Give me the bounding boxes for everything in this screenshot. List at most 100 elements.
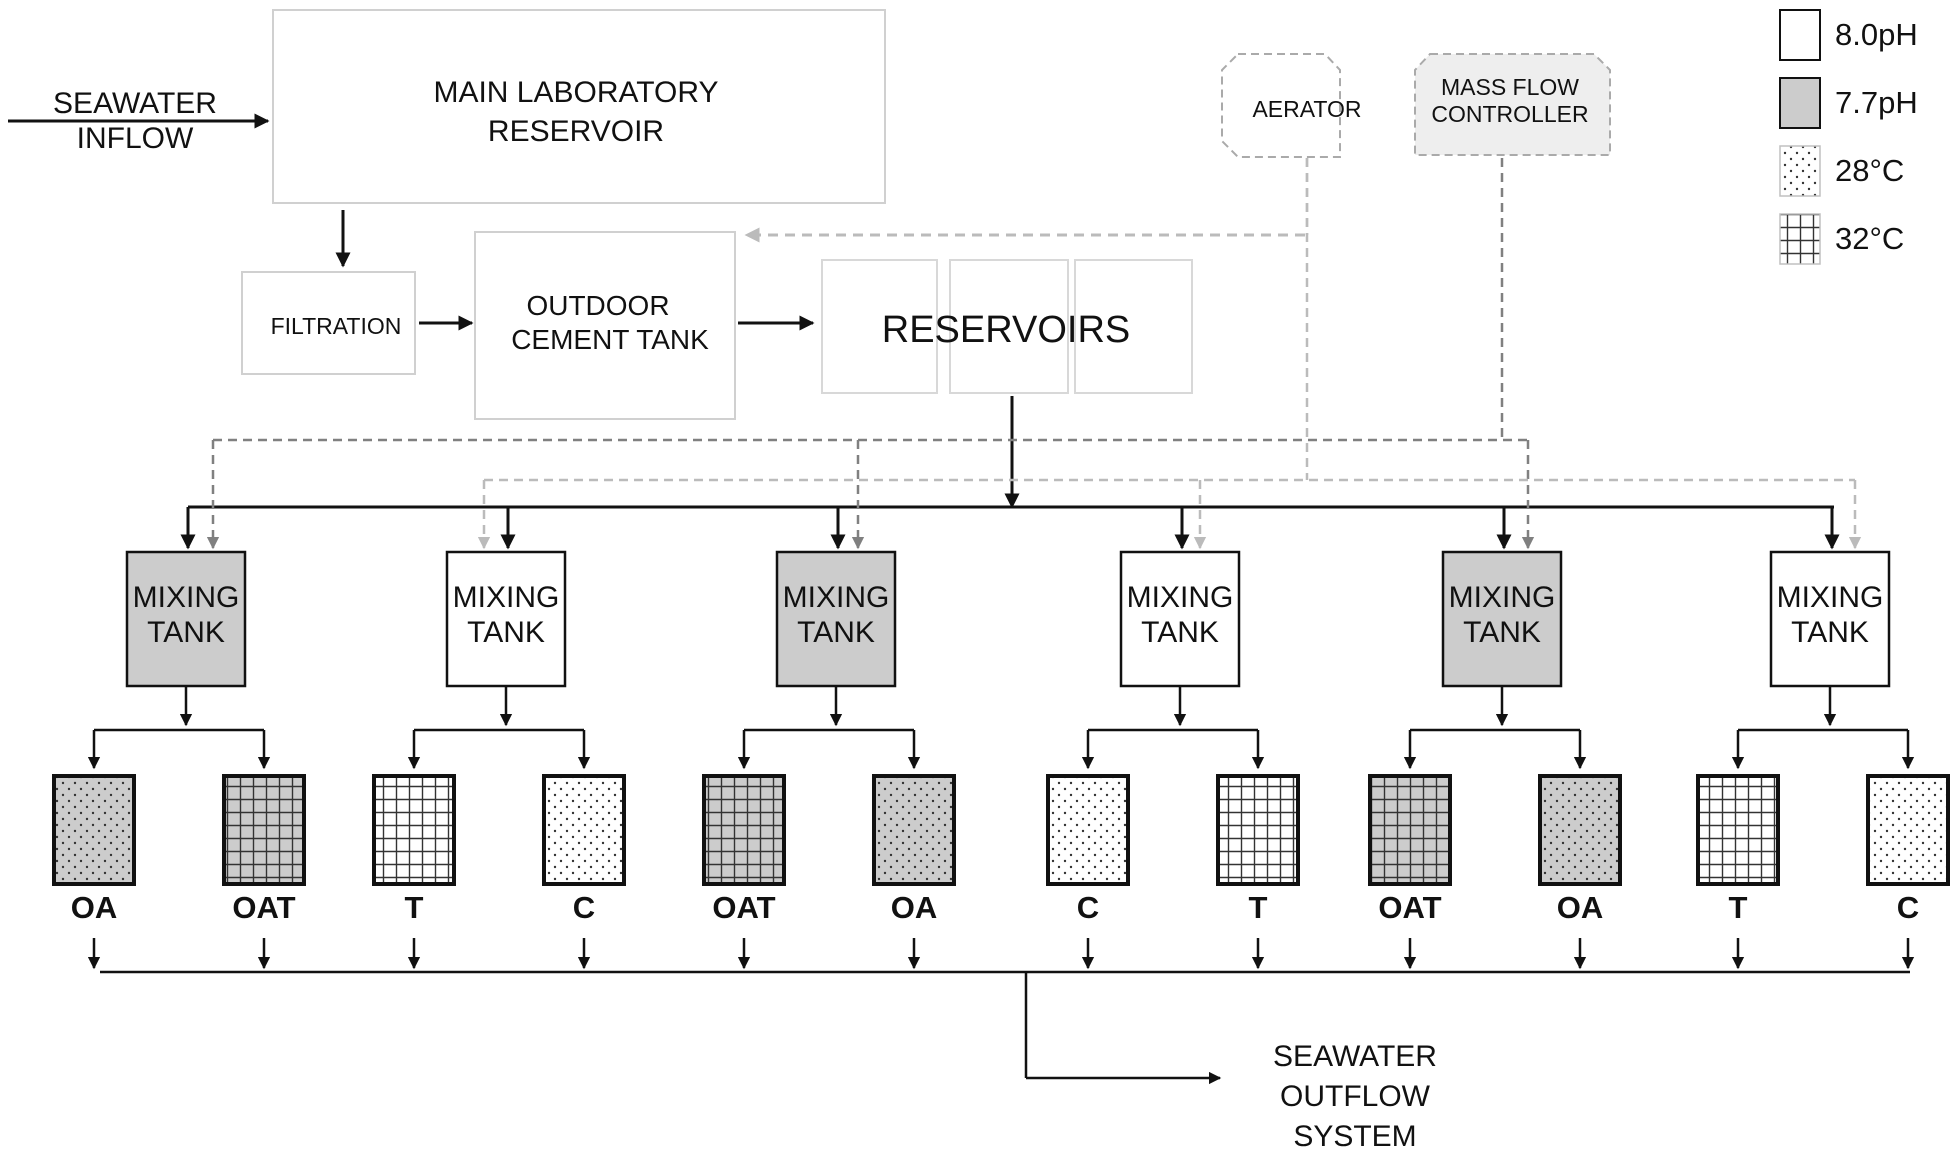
outflow-label-line3: SYSTEM [1293,1120,1416,1153]
mass-flow-label-line2: CONTROLLER [1431,101,1588,127]
filtration-label: FILTRATION [271,313,402,339]
treatment-tank-box [1216,774,1300,886]
treatment-tank-box [1866,774,1950,886]
seawater-inflow: SEAWATER INFLOW [8,87,270,155]
treatment-tank-10-oa: OA [1538,774,1622,970]
mixing-tank-label: TANK [1463,616,1541,649]
treatment-code-label: C [1897,890,1919,925]
outflow-label-line1: SEAWATER [1273,1040,1437,1073]
treatment-tank-6-oa: OA [872,774,956,970]
mixing-tank-label: TANK [797,616,875,649]
mixing-tank-box [775,550,897,688]
reservoir-box-2 [949,259,1069,394]
treatment-tank-12-c: C [1866,774,1950,970]
legend-label: 8.0pH [1835,17,1918,52]
treatment-tank-box [702,774,786,886]
treatment-tank-5-oat: OAT [702,774,786,970]
mass-flow-box [1414,53,1611,156]
treatment-tank-box [222,774,306,886]
treatment-code-label: C [1077,890,1099,925]
treatment-tank-box [372,774,456,886]
legend-item-4: 32°C [1779,213,1904,265]
treatment-tank-box [1368,774,1452,886]
filtration: FILTRATION [241,271,416,375]
treatment-code-label: OAT [712,890,775,925]
inflow-label-line2: INFLOW [77,122,194,155]
treatment-tank-box [52,774,136,886]
distribution-lines [180,158,1862,550]
mass-flow-controller: MASS FLOW CONTROLLER [1414,53,1611,156]
cement-tank-box [474,231,736,420]
legend-swatch [1779,77,1821,129]
main-reservoir: MAIN LABORATORY RESERVOIR [272,9,886,204]
reservoir-box-3 [1074,259,1193,394]
mass-flow-label-line1: MASS FLOW [1441,74,1579,100]
treatment-tank-8-t: T [1216,774,1300,970]
mixing-tank-label: MIXING [1127,581,1234,614]
cement-tank: OUTDOOR CEMENT TANK [474,231,736,420]
mixing-tank-label: TANK [1141,616,1219,649]
outflow-label-line2: OUTFLOW [1280,1080,1431,1113]
mixing-tank-label: MIXING [1449,581,1556,614]
mixing-tank-label: MIXING [1777,581,1884,614]
main-reservoir-box [272,9,886,204]
treatment-code-label: OAT [1378,890,1441,925]
mixing-tank-box [125,550,247,688]
treatment-tank-box [872,774,956,886]
mixing-tank-box [1119,550,1241,688]
legend-label: 28°C [1835,153,1904,188]
treatment-tank-2-oat: OAT [222,774,306,970]
main-reservoir-label-line1: MAIN LABORATORY [433,76,718,109]
reservoirs-label: RESERVOIRS [882,309,1130,351]
treatment-tank-7-c: C [1046,774,1130,970]
treatment-tank-box [1538,774,1622,886]
main-reservoir-label-line2: RESERVOIR [488,115,664,148]
legend-label: 7.7pH [1835,85,1918,120]
legend-item-2: 7.7pH [1779,77,1918,129]
treatment-code-label: OAT [232,890,295,925]
treatment-code-label: OA [891,890,938,925]
mixing-tank-label: MIXING [783,581,890,614]
aerator: AERATOR [1221,53,1362,158]
mixing-tank-label: TANK [1791,616,1869,649]
mixing-tank-box [1769,550,1891,688]
treatment-code-label: T [1729,890,1748,925]
legend-label: 32°C [1835,221,1904,256]
aerator-label: AERATOR [1252,96,1361,122]
legend-swatch [1779,9,1821,61]
treatment-code-label: T [405,890,424,925]
treatment-tank-box [1696,774,1780,886]
legend: 8.0pH 7.7pH 28°C 32°C [1779,9,1918,265]
treatment-code-label: C [573,890,595,925]
treatment-code-label: OA [1557,890,1604,925]
cement-tank-label-line1: OUTDOOR [526,290,669,321]
legend-swatch [1779,145,1821,197]
treatment-tank-box [1046,774,1130,886]
treatment-tank-box [542,774,626,886]
treatment-code-label: OA [71,890,118,925]
mixing-tanks: MIXINGTANKMIXINGTANKMIXINGTANKMIXINGTANK… [87,550,1915,770]
reservoirs: RESERVOIRS [821,259,1193,394]
outflow: SEAWATER OUTFLOW SYSTEM [100,970,1910,1153]
mixing-tank-label: TANK [147,616,225,649]
treatment-tank-1-oa: OA [52,774,136,970]
mixing-tank-label: MIXING [453,581,560,614]
treatment-tank-4-c: C [542,774,626,970]
treatment-tank-9-oat: OAT [1368,774,1452,970]
legend-item-1: 8.0pH [1779,9,1918,61]
reservoir-box-1 [821,259,938,394]
filtration-box [241,271,416,375]
mixing-tank-label: TANK [467,616,545,649]
legend-swatch [1779,213,1821,265]
treatment-tank-3-t: T [372,774,456,970]
cement-tank-label-line2: CEMENT TANK [511,324,709,355]
treatment-tank-11-t: T [1696,774,1780,970]
mixing-tank-label: MIXING [133,581,240,614]
